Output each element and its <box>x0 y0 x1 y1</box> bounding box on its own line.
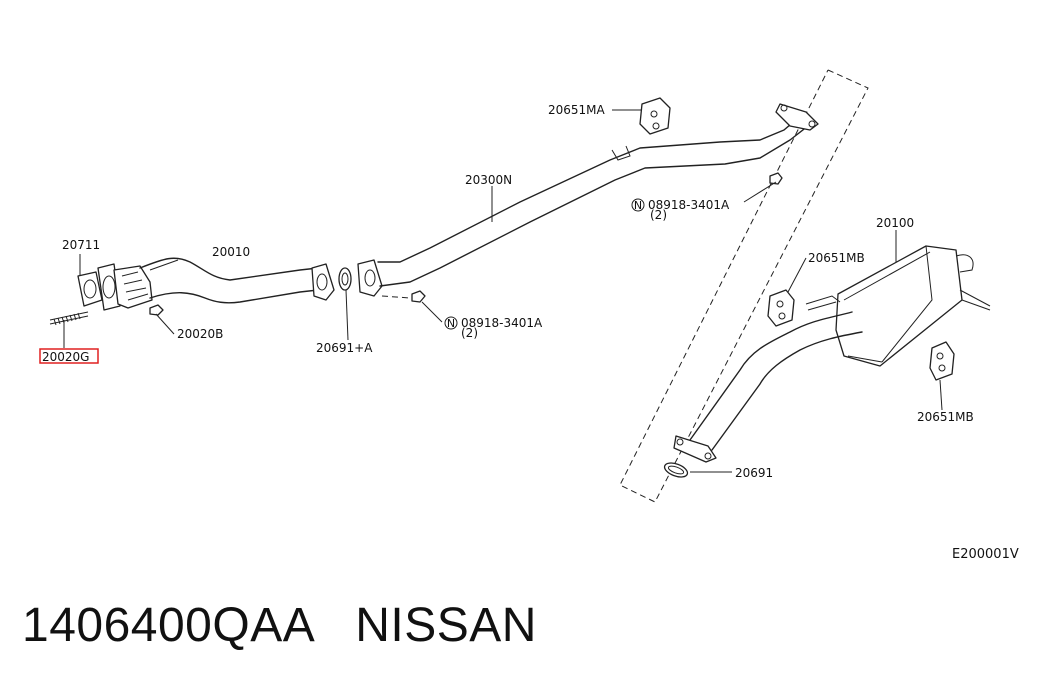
muffler-20100[interactable] <box>673 245 991 463</box>
hanger-20651MB-bottom[interactable] <box>929 341 955 381</box>
label-20651MA: 20651MA <box>548 103 606 117</box>
gasket-20691[interactable] <box>663 460 690 479</box>
label-08918-lower-qty: (2) <box>461 326 478 340</box>
label-20651MB-bottom: 20651MB <box>917 410 974 424</box>
label-20711: 20711 <box>62 238 100 252</box>
highlight-box-20020G <box>39 348 99 364</box>
gasket-20711[interactable] <box>77 271 103 307</box>
label-08918-lower: 08918-3401A <box>461 316 543 330</box>
nut-08918-lower[interactable] <box>411 290 426 303</box>
rear-section-boundary <box>619 69 869 503</box>
hanger-20651MB-top[interactable] <box>767 289 795 327</box>
nut-label-upper: N 08918-3401A (2) <box>631 198 730 222</box>
gasket-20691-A[interactable] <box>338 267 352 291</box>
label-08918-upper-qty: (2) <box>650 208 667 222</box>
nut-20020B[interactable] <box>149 304 164 316</box>
label-20020B: 20020B <box>177 327 223 341</box>
center-pipe-20300N[interactable] <box>357 103 819 297</box>
diagram-code: E200001V <box>952 547 1019 562</box>
nut-08918-upper[interactable] <box>769 172 783 185</box>
nut-lower-dashline <box>381 295 411 299</box>
label-20020G[interactable]: 20020G <box>42 350 89 364</box>
label-08918-upper: 08918-3401A <box>648 198 730 212</box>
footer-caption: 1406400QAA NISSAN <box>22 598 537 653</box>
hanger-20651MA[interactable] <box>639 97 671 135</box>
label-20010: 20010 <box>212 245 250 259</box>
label-20651MB-top: 20651MB <box>808 251 865 265</box>
front-pipe-20010[interactable] <box>113 257 335 309</box>
label-20100: 20100 <box>876 216 914 230</box>
stud-bolt-20020G[interactable] <box>49 311 89 326</box>
brand-name: NISSAN <box>355 599 537 652</box>
leader-lines <box>63 109 943 473</box>
label-20691-A: 20691+A <box>316 341 373 355</box>
svg-text:N: N <box>447 317 455 330</box>
label-20300N: 20300N <box>465 173 512 187</box>
svg-text:N: N <box>634 199 642 212</box>
nut-label-lower: N 08918-3401A (2) <box>444 316 543 340</box>
part-number: 1406400QAA <box>22 599 316 652</box>
label-20691: 20691 <box>735 466 773 480</box>
